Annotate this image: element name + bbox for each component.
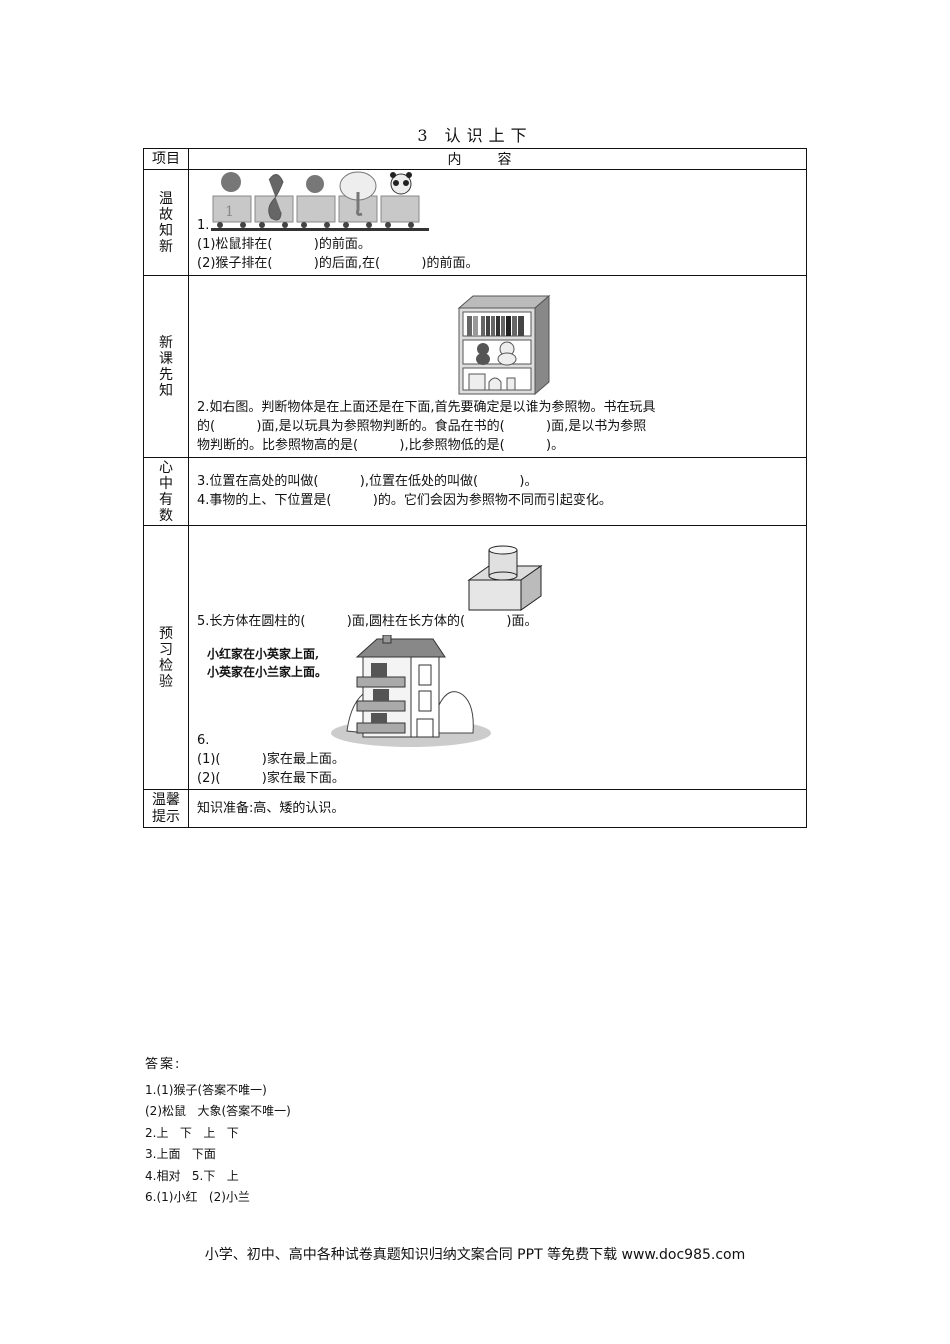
svg-text:1: 1	[225, 204, 234, 220]
question-2-line-1: 2.如右图。判断物体是在上面还是在下面,首先要确定是以谁为参照物。书在玩具	[197, 400, 656, 415]
train-animals-illustration: 1	[211, 171, 429, 231]
answer-line: 2.上 下 上 下	[145, 1125, 239, 1140]
answer-line: 1.(1)猴子(答案不唯一)	[145, 1082, 267, 1097]
question-4: 4.事物的上、下位置是( )的。它们会因为参照物不同而引起变化。	[197, 493, 612, 508]
question-6-part-1: (1)( )家在最上面。	[197, 752, 345, 767]
row-content-preview: 2.如右图。判断物体是在上面还是在下面,首先要确定是以谁为参照物。书在玩具 的(…	[188, 275, 807, 458]
answer-line: 3.上面 下面	[145, 1147, 216, 1161]
row-label-practice: 预 习 检 验	[143, 525, 189, 790]
table-row: 预 习 检 验 5.长方体在圆柱的( )面,圆柱在长方体的( )面。	[143, 525, 807, 790]
header-item: 项目	[143, 148, 189, 170]
building-caption: 小红家在小英家上面, 小英家在小兰家上面。	[207, 647, 328, 679]
apartment-building-illustration	[331, 635, 491, 747]
row-label-review: 温 故 知 新	[143, 169, 189, 276]
table-row: 新 课 先 知	[143, 275, 807, 458]
footer-text: 小学、初中、高中各种试卷真题知识归纳文案合同 PPT 等免费下载 www.doc…	[204, 1247, 746, 1263]
cylinder-on-cuboid-illustration	[467, 545, 543, 611]
row-label-tips: 温馨 提示	[143, 789, 189, 828]
table-header-row: 项目 内容	[143, 148, 807, 170]
question-5: 5.长方体在圆柱的( )面,圆柱在长方体的( )面。	[197, 614, 538, 629]
answer-line: (2)松鼠 大象(答案不唯一)	[145, 1104, 291, 1118]
question-3: 3.位置在高处的叫做( ),位置在低处的叫做( )。	[197, 474, 538, 489]
bookshelf-illustration	[457, 294, 551, 396]
question-2-line-3: 物判断的。比参照物高的是( ),比参照物低的是( )。	[197, 438, 565, 453]
row-content-practice: 5.长方体在圆柱的( )面,圆柱在长方体的( )面。 小红家在小英家上面, 小英…	[188, 525, 807, 790]
page-title: 3 认识上下	[417, 126, 533, 145]
answer-line: 6.(1)小红 (2)小兰	[145, 1190, 250, 1204]
row-content-understanding: 3.位置在高处的叫做( ),位置在低处的叫做( )。 4.事物的上、下位置是( …	[188, 457, 807, 526]
row-content-tips: 知识准备:高、矮的认识。	[188, 789, 807, 828]
row-label-preview: 新 课 先 知	[143, 275, 189, 458]
table-row: 心 中 有 数 3.位置在高处的叫做( ),位置在低处的叫做( )。 4.事物的…	[143, 457, 807, 526]
answers-section: 答案: 1.(1)猴子(答案不唯一) (2)松鼠 大象(答案不唯一) 2.上 下…	[145, 1054, 291, 1209]
question-1-part-2: (2)猴子排在( )的后面,在( )的前面。	[197, 256, 479, 271]
question-6-part-2: (2)( )家在最下面。	[197, 771, 345, 786]
row-content-review: 1 1	[188, 169, 807, 276]
question-6-number: 6.	[197, 733, 210, 748]
question-2-line-2: 的( )面,是以玩具为参照物判断的。食品在书的( )面,是以书为参照	[197, 419, 647, 434]
tip-text: 知识准备:高、矮的认识。	[197, 801, 345, 816]
question-1-part-1: (1)松鼠排在( )的前面。	[197, 237, 371, 252]
answers-heading: 答案:	[145, 1057, 182, 1072]
table-row: 温 故 知 新 1	[143, 169, 807, 276]
answer-line: 4.相对 5.下 上	[145, 1168, 239, 1183]
table-row: 温馨 提示 知识准备:高、矮的认识。	[143, 789, 807, 828]
lesson-table: 项目 内容 温 故 知 新 1	[143, 148, 807, 828]
question-1-number: 1.	[197, 218, 210, 233]
header-content: 内容	[188, 148, 807, 170]
row-label-understanding: 心 中 有 数	[143, 457, 189, 526]
